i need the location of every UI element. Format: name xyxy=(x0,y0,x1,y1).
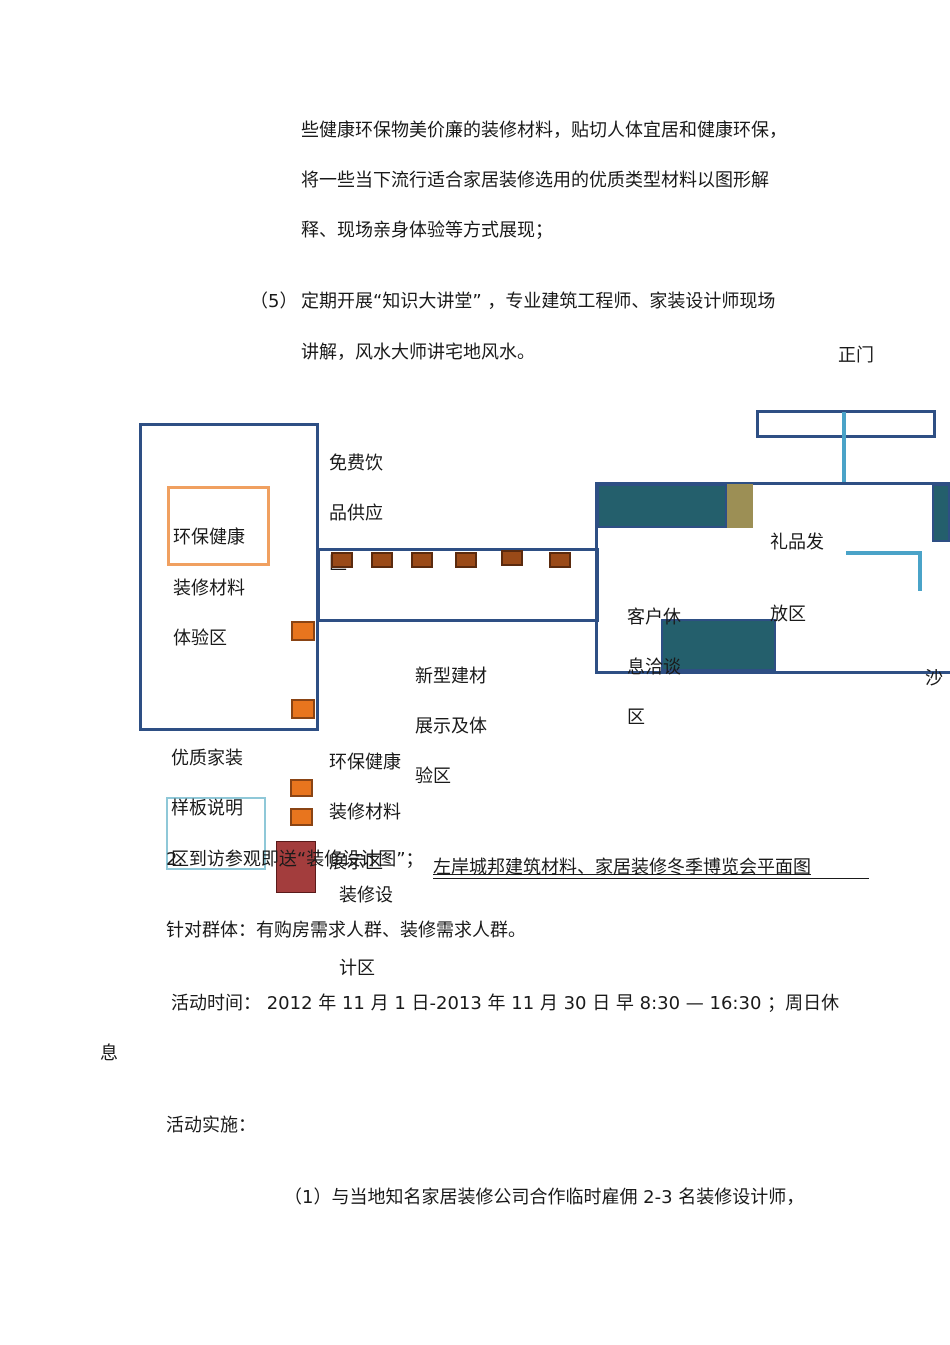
corridor-booth xyxy=(411,552,433,568)
activity-implementation-heading: 活动实施： xyxy=(166,1115,256,1136)
new-material-label-1: 新型建材 xyxy=(415,666,487,687)
gate-arrow-line xyxy=(842,412,846,482)
booth-orange xyxy=(290,779,313,797)
para-line-1: 些健康环保物美价廉的装修材料，贴切人体宜居和健康环保， xyxy=(301,120,787,141)
item-5-line-1: 定期开展“知识大讲堂” ，专业建筑工程师、家装设计师现场 xyxy=(301,291,776,312)
left-exhibition-room xyxy=(139,423,319,731)
rest-zone-label-3: 区 xyxy=(627,707,645,728)
floor-plan-caption: 左岸城邦建筑材料、家居装修冬季博览会平面图 xyxy=(433,857,811,878)
corridor-booth xyxy=(455,552,477,568)
item-2-line: 2. 到访参观即送“装修设计图”； xyxy=(166,849,424,870)
design-zone-label-1: 装修设 xyxy=(339,885,393,906)
corridor-booth xyxy=(371,552,393,568)
drinks-zone-label-1: 免费饮 xyxy=(329,453,383,474)
sample-zone-label-1: 优质家装 xyxy=(171,748,243,769)
rest-zone-label-2: 息洽谈 xyxy=(627,657,681,678)
item-5-number: （5） xyxy=(250,291,298,312)
eco2-label-3: 展示区 xyxy=(329,852,383,873)
implementation-item-1: （1）与当地知名家居装修公司合作临时雇佣 2-3 名装修设计师， xyxy=(284,1187,805,1208)
target-group: 针对群体：有购房需求人群、装修需求人群。 xyxy=(166,920,526,941)
counter-end xyxy=(727,484,753,528)
drinks-zone-label-2: 品供应 xyxy=(329,503,383,524)
caption-underline xyxy=(433,878,869,879)
para-line-3: 释、现场亲身体验等方式展现； xyxy=(301,220,553,241)
design-zone-block xyxy=(276,841,316,893)
eco-zone-label-3: 体验区 xyxy=(173,628,227,649)
corridor-booth xyxy=(501,550,523,566)
rest-area-table xyxy=(661,619,776,671)
reception-counter xyxy=(597,484,727,528)
booth-orange xyxy=(291,621,315,641)
item-5-line-2: 讲解，风水大师讲宅地风水。 xyxy=(301,342,535,363)
eco2-label-2: 装修材料 xyxy=(329,802,401,823)
sofa-label: 沙 xyxy=(925,668,943,689)
sample-zone-label-3: 区 xyxy=(171,849,189,870)
eco-zone-label-2: 装修材料 xyxy=(173,578,245,599)
eco2-label-1: 环保健康 xyxy=(329,752,401,773)
eco-material-frame xyxy=(167,486,270,566)
eco-zone-label-1: 环保健康 xyxy=(173,527,245,548)
main-gate-label: 正门 xyxy=(838,345,874,366)
activity-time: 活动时间： 2012 年 11 月 1 日-2013 年 11 月 30 日 早… xyxy=(171,993,840,1014)
design-zone-label-2: 计区 xyxy=(339,958,375,979)
sample-zone-label-2: 样板说明 xyxy=(171,798,243,819)
new-material-label-3: 验区 xyxy=(415,766,451,787)
new-material-label-2: 展示及体 xyxy=(415,716,487,737)
booth-orange xyxy=(291,699,315,719)
right-room xyxy=(595,482,950,674)
para-line-2: 将一些当下流行适合家居装修选用的优质类型材料以图形解 xyxy=(301,170,769,191)
sample-zone-frame xyxy=(166,797,266,870)
main-gate-bar xyxy=(756,410,936,438)
corridor-booth xyxy=(331,552,353,568)
gift-zone-label-1: 礼品发 xyxy=(770,532,824,553)
rest-zone-label-1: 客户休 xyxy=(627,607,681,628)
right-wall-block xyxy=(932,484,950,542)
arrow-vertical xyxy=(918,551,922,591)
gift-zone-label-2: 放区 xyxy=(770,604,806,625)
booth-orange xyxy=(290,808,313,826)
arrow-horizontal xyxy=(846,551,922,555)
activity-time-continued: 息 xyxy=(100,1043,118,1064)
corridor-booth xyxy=(549,552,571,568)
